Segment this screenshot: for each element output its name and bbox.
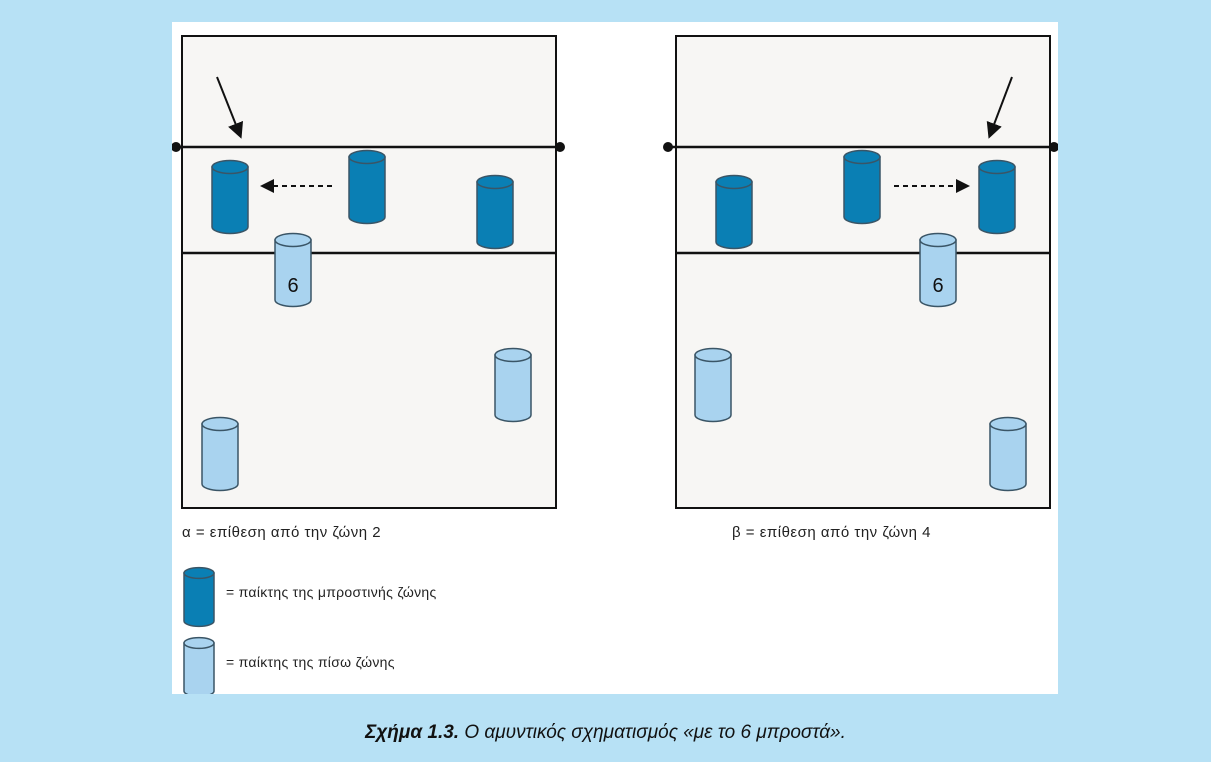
front-player-a-3 [476,174,514,250]
legend-back-icon [183,636,215,694]
net-post-right-a [555,142,565,152]
player-6-label-b: 6 [932,275,943,297]
attack-arrow-a [216,76,244,139]
front-player-a-1 [211,159,249,235]
back-player-a-1 [494,347,532,423]
figure-panel: 6 6 α = επίθεση από την ζώνη 2 β = επίθε… [172,22,1058,694]
front-player-b-2 [843,149,881,225]
court-b-caption: β = επίθεση από την ζώνη 4 [732,524,932,541]
net-post-right-b [1049,142,1058,152]
back-player-6-a [274,232,312,308]
legend-back-label: = παίκτης της πίσω ζώνης [226,654,395,670]
front-player-b-3 [978,159,1016,235]
court-a [172,35,565,509]
legend-front-icon [183,566,215,628]
back-player-b-1 [694,347,732,423]
back-player-b-2 [989,416,1027,492]
net-post-left-b [663,142,673,152]
court-diagram: 6 6 [172,35,1058,694]
player-6-label-a: 6 [287,275,298,297]
figure-caption: Σχήμα 1.3. Ο αμυντικός σχηματισμός «με τ… [0,722,1211,744]
back-player-a-2 [201,416,239,492]
court-b [663,35,1058,509]
legend-front-label: = παίκτης της μπροστινής ζώνης [226,584,437,600]
attack-arrow-b [986,76,1013,139]
figure-caption-text: Ο αμυντικός σχηματισμός «με το 6 μπροστά… [464,722,846,743]
front-player-a-2 [348,149,386,225]
court-a-caption: α = επίθεση από την ζώνη 2 [182,524,382,541]
players-layer [183,149,1027,694]
back-player-6-b [919,232,957,308]
net-post-left-a [172,142,181,152]
front-player-b-1 [715,174,753,250]
figure-caption-label: Σχήμα 1.3. [365,722,460,743]
